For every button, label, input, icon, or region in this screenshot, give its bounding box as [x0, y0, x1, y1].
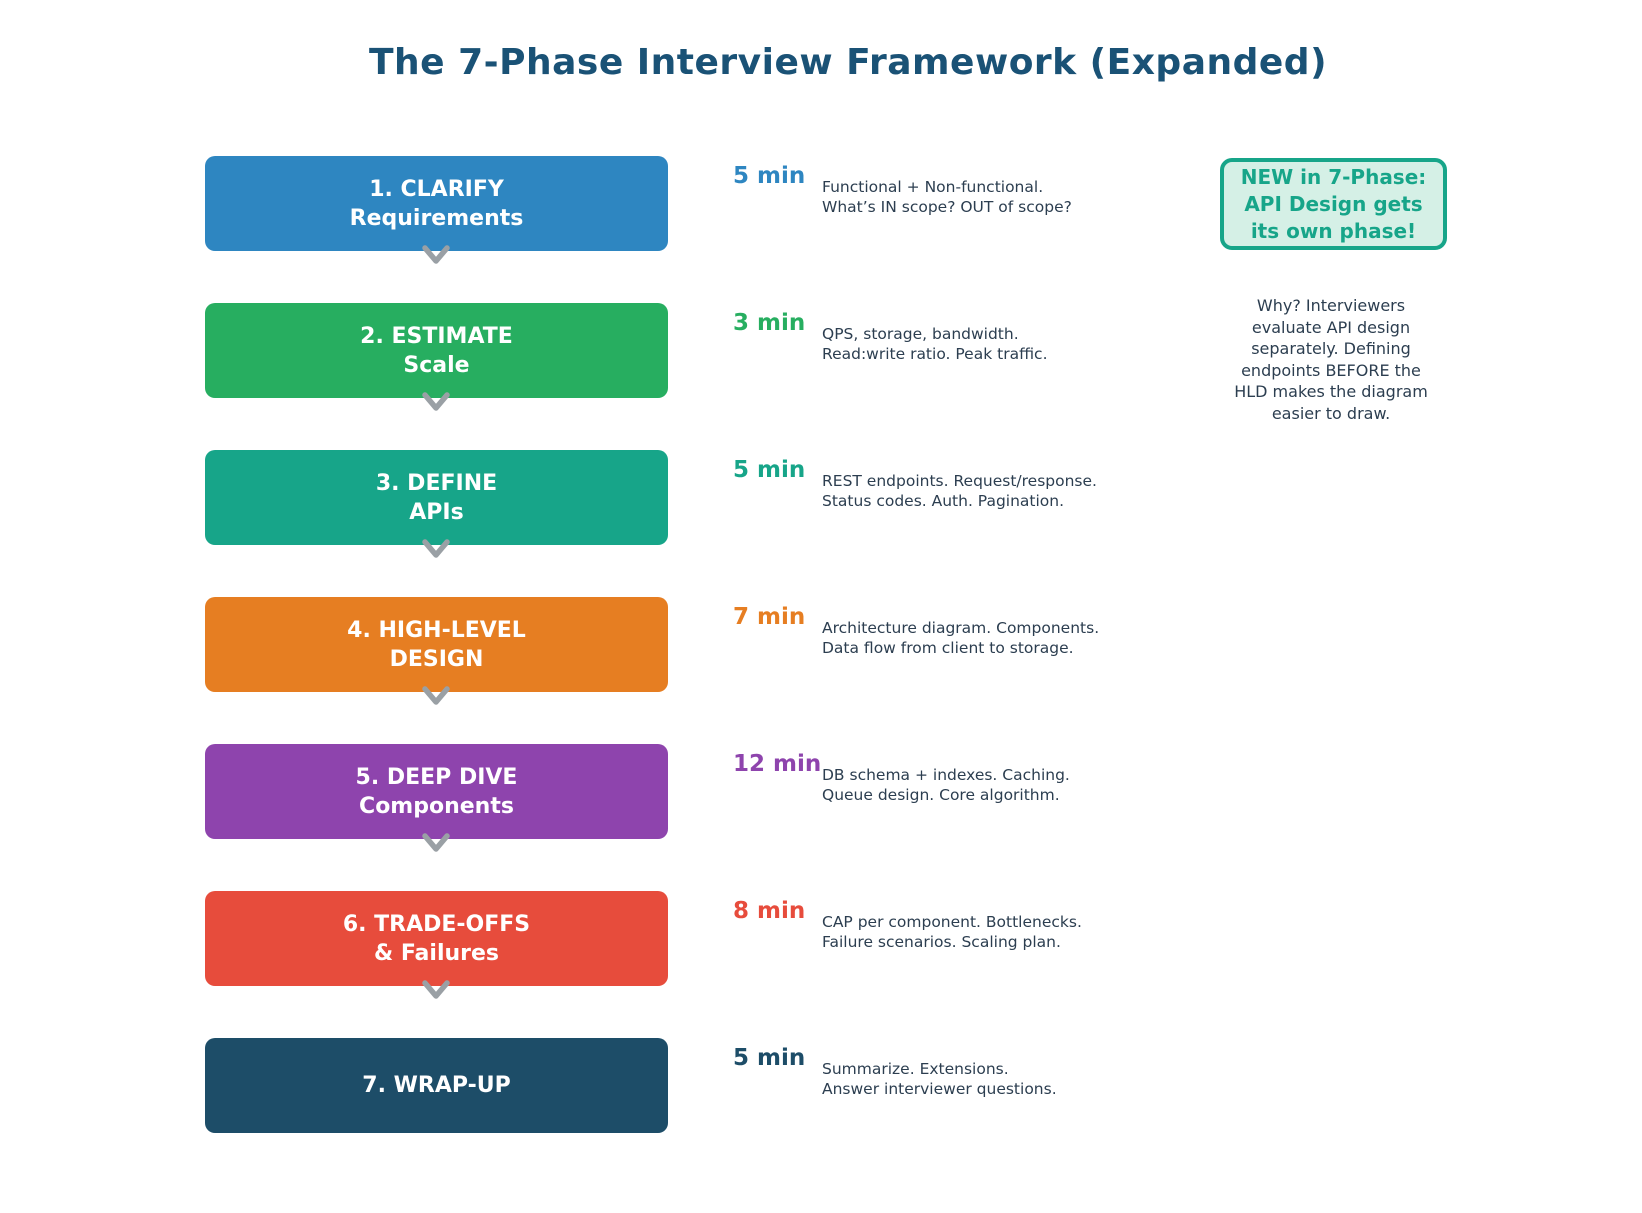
arrow-down-icon — [422, 686, 450, 705]
phase-description: Summarize. Extensions. Answer interviewe… — [822, 1060, 1057, 1098]
phase-description: QPS, storage, bandwidth. Read:write rati… — [822, 325, 1048, 363]
phase-row-3: 3. DEFINE APIs 5 min REST endpoints. Req… — [0, 450, 1642, 597]
phase-row-6: 6. TRADE-OFFS & Failures 8 min CAP per c… — [0, 891, 1642, 1038]
arrow-down-icon — [422, 392, 450, 411]
phase-duration: 12 min — [733, 751, 822, 777]
phase-label: 5. DEEP DIVE Components — [355, 764, 518, 819]
phase-row-4: 4. HIGH-LEVEL DESIGN 7 min Architecture … — [0, 597, 1642, 744]
phase-box-estimate: 2. ESTIMATE Scale — [205, 303, 668, 398]
callout-text: NEW in 7-Phase: API Design gets its own … — [1240, 164, 1427, 243]
phase-row-2: 2. ESTIMATE Scale 3 min QPS, storage, ba… — [0, 303, 1642, 450]
phase-box-clarify: 1. CLARIFY Requirements — [205, 156, 668, 251]
phase-description: CAP per component. Bottlenecks. Failure … — [822, 913, 1082, 951]
phase-label: 1. CLARIFY Requirements — [349, 176, 524, 231]
phase-description: REST endpoints. Request/response. Status… — [822, 472, 1097, 510]
phase-duration: 5 min — [733, 163, 806, 189]
phase-row-7: 7. WRAP-UP 5 min Summarize. Extensions. … — [0, 1038, 1642, 1185]
phase-label: 3. DEFINE APIs — [375, 470, 498, 525]
phase-description: Architecture diagram. Components. Data f… — [822, 619, 1100, 657]
phase-box-deep-dive: 5. DEEP DIVE Components — [205, 744, 668, 839]
new-phase-callout: NEW in 7-Phase: API Design gets its own … — [1220, 158, 1447, 250]
phase-box-wrap-up: 7. WRAP-UP — [205, 1038, 668, 1133]
arrow-down-icon — [422, 833, 450, 852]
phase-duration: 5 min — [733, 457, 806, 483]
phase-duration: 5 min — [733, 1045, 806, 1071]
phase-duration: 3 min — [733, 310, 806, 336]
page-title: The 7-Phase Interview Framework (Expande… — [368, 42, 1328, 83]
phase-box-define-apis: 3. DEFINE APIs — [205, 450, 668, 545]
phase-row-1: 1. CLARIFY Requirements 5 min Functional… — [0, 156, 1642, 303]
phase-duration: 8 min — [733, 898, 806, 924]
arrow-down-icon — [422, 245, 450, 264]
phase-duration: 7 min — [733, 604, 806, 630]
phase-label: 6. TRADE-OFFS & Failures — [342, 911, 531, 966]
arrow-down-icon — [422, 539, 450, 558]
why-note: Why? Interviewers evaluate API design se… — [1234, 296, 1428, 423]
arrow-down-icon — [422, 980, 450, 999]
phase-label: 7. WRAP-UP — [362, 1073, 511, 1098]
phase-label: 2. ESTIMATE Scale — [360, 323, 513, 378]
phase-box-high-level-design: 4. HIGH-LEVEL DESIGN — [205, 597, 668, 692]
phase-description: DB schema + indexes. Caching. Queue desi… — [822, 766, 1070, 804]
phase-label: 4. HIGH-LEVEL DESIGN — [347, 617, 526, 672]
phase-description: Functional + Non-functional. What’s IN s… — [822, 178, 1072, 216]
phase-box-trade-offs: 6. TRADE-OFFS & Failures — [205, 891, 668, 986]
phase-row-5: 5. DEEP DIVE Components 12 min DB schema… — [0, 744, 1642, 891]
